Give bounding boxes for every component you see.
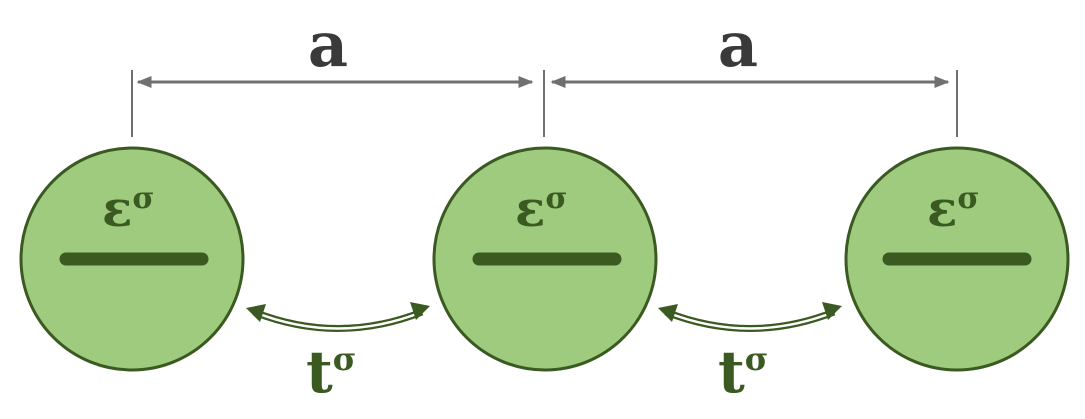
- hopping-label: tσ: [306, 338, 356, 406]
- spacing-label: a: [308, 8, 348, 81]
- energy-label: εσ: [515, 179, 568, 238]
- hopping-label: tσ: [718, 338, 768, 406]
- site: εσ: [844, 146, 1070, 372]
- hopping-arrow: [658, 302, 842, 332]
- site: εσ: [19, 146, 245, 372]
- energy-label: εσ: [102, 179, 155, 238]
- site: εσ: [432, 146, 658, 372]
- energy-label: εσ: [927, 179, 980, 238]
- hopping-arrow: [246, 302, 430, 332]
- spacing-label: a: [718, 8, 758, 81]
